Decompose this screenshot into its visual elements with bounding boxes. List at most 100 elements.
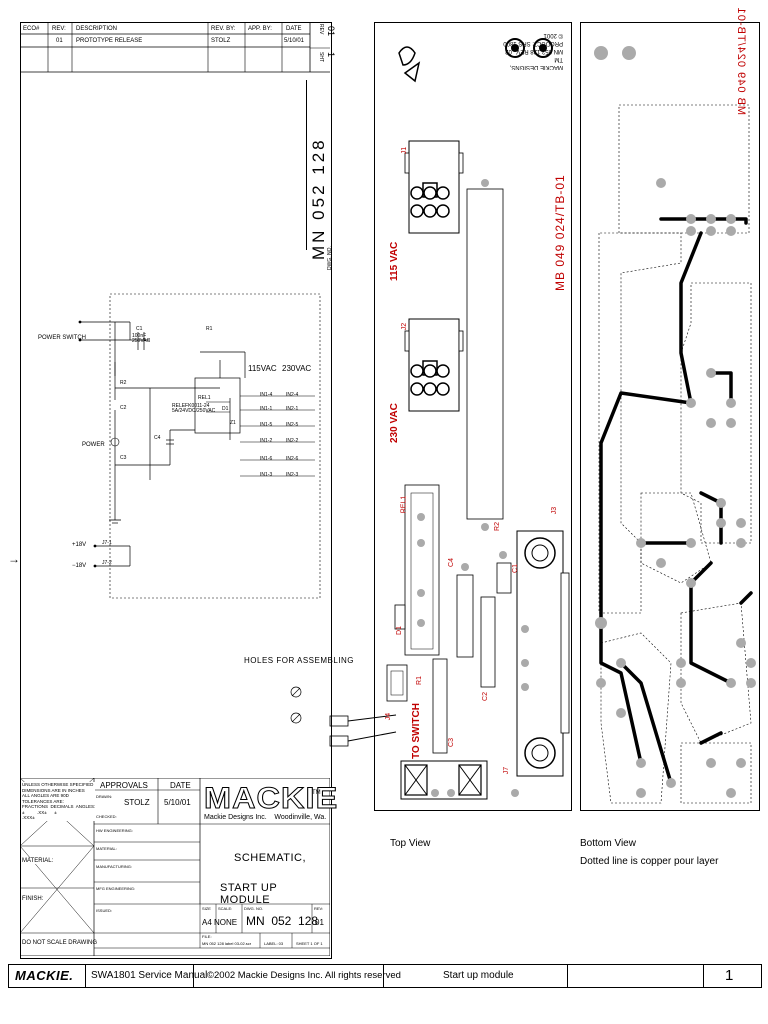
checked-label: CHECKED: (96, 814, 117, 819)
tm-mark: TM (312, 790, 321, 796)
switch-wire-connectors (329, 714, 397, 747)
j1-pin-label: IN1-5 (260, 422, 273, 428)
j1-pin-label: IN1-1 (260, 406, 273, 412)
j1-pin-label: IN1-3 (260, 472, 273, 478)
j2-pin-label: IN2-2 (286, 438, 299, 444)
c3-label: C3 (120, 455, 127, 461)
part-label-j7: J7 (503, 766, 511, 775)
label-230vac: 230 VAC (389, 403, 400, 443)
footer-blank-cell (567, 965, 704, 987)
rev-header-eco: ECO# (23, 26, 40, 32)
part-label-r2: R2 (493, 522, 501, 531)
power-label: POWER (82, 442, 105, 448)
z1-label: Z1 (230, 420, 236, 426)
part-label-rel1: REL1 (400, 495, 408, 514)
company-line: Mackie Designs Inc. Woodinville, Wa. (204, 814, 327, 821)
r2-label: R2 (120, 380, 127, 386)
sht-value: 1 (326, 52, 336, 58)
scale-label: SCALE: (218, 906, 233, 911)
issued-label: ISSUED: (96, 908, 113, 913)
size-label: SIZE (202, 906, 211, 911)
footer-copyright-cell: ©2002 Mackie Designs Inc. All rights res… (193, 965, 401, 987)
rev-header-description: DESCRIPTION (76, 26, 118, 32)
volt-115-label: 115VAC (248, 364, 277, 373)
assembly-holes-area: HOLES FOR ASSEMBLING (230, 652, 354, 742)
part-label-j4: J4 (385, 712, 393, 721)
title-line1: SCHEMATIC, (234, 852, 307, 864)
label-number: LABEL: 03 (264, 941, 284, 946)
tolerance-notes: UNLESS OTHERWISE SPECIFIED DIMENSIONS AR… (22, 782, 96, 821)
c1-value: 100nF 250VAC (132, 333, 151, 344)
footer-page-number: 1 (725, 967, 734, 984)
copyright-line: © 2001 (543, 32, 563, 38)
power-switch-label: POWER SWITCH (38, 335, 86, 341)
rev-header-app-by: APP. BY: (248, 26, 272, 32)
title-line2: START UP MODULE (220, 882, 277, 906)
j7-pin-label: J7-2 (102, 560, 112, 566)
rev-row-date: 5/10/01 (284, 38, 305, 44)
part-label-j2: J2 (401, 322, 409, 331)
bottom-view-board: MB 049 024/TB-01 (580, 7, 760, 811)
part-label-c4: C4 (447, 558, 455, 567)
title-block: UNLESS OTHERWISE SPECIFIED DIMENSIONS AR… (20, 778, 338, 956)
relay-part: RELEFK0011-24 5A/24VDC/250VAC (172, 403, 216, 414)
j1-pin-label: IN1-2 (260, 438, 273, 444)
r1-label: R1 (206, 326, 213, 332)
rev-row-rev: 01 (56, 38, 63, 44)
finish-label: FINISH: (22, 896, 44, 902)
j2-pin-label: IN2-4 (286, 392, 299, 398)
footer-manual-cell: SWA1801 Service Manual (85, 965, 207, 987)
hw-engineering-label: HW ENGINEERING: (96, 828, 133, 833)
j2-pin-label: IN2-1 (286, 406, 299, 412)
do-not-scale-label: DO NOT SCALE DRAWING (22, 940, 98, 946)
top-board-code: MB 049 024/TB-01 (553, 174, 567, 291)
rev-small-value: 01 (315, 918, 324, 927)
part-label-j3: J3 (551, 506, 559, 515)
footer-mackie-logo: MACKIE. (15, 968, 74, 983)
part-label-d1: D1 (395, 626, 403, 635)
c4-label: C4 (154, 435, 161, 441)
drawing-number-text: MN 052 128 (309, 137, 328, 260)
j2-pin-label: IN2-3 (286, 472, 299, 478)
footer-section: Start up module (443, 970, 514, 981)
drawn-label: DRAWN: (96, 794, 113, 799)
file-value: MN 052 128 label 03-02.scr (202, 941, 252, 946)
copyright-line: MACKIE DESIGNS, TM (509, 56, 563, 70)
d1-label: D1 (222, 406, 229, 412)
board-copyright-block: MACKIE DESIGNS, TM MN 052 128 REV._02 PR… (503, 31, 563, 71)
margin-arrow: → (8, 552, 20, 566)
rev-header-date: DATE (286, 26, 302, 32)
rev-box-value: 01 (326, 26, 336, 37)
revision-table: ECO# REV: DESCRIPTION REV. BY: APP. BY: … (20, 22, 336, 73)
j2-pin-label: IN2-5 (286, 422, 299, 428)
top-view-caption: Top View (390, 838, 431, 849)
relay-label: REL1 (198, 395, 211, 401)
rev-header-rev: REV: (52, 26, 66, 32)
part-label-c2: C2 (481, 692, 489, 701)
c1-label: C1 (136, 326, 143, 332)
rev-small-label: REV: (314, 906, 324, 911)
j1-pin-label: IN1-4 (260, 392, 273, 398)
plus18-label: +18V (72, 542, 87, 548)
scale-value: NONE (214, 918, 238, 927)
part-label-j1: J1 (401, 146, 409, 155)
drawing-number-vertical: DWG. NO. MN 052 128 (306, 80, 333, 270)
minus18-label: −18V (72, 563, 87, 569)
drawn-date: 5/10/01 (164, 798, 191, 807)
rev-row-rev-by: STOLZ (211, 38, 231, 44)
manufacturing-label: MANUFACTURING: (96, 864, 132, 869)
top-view-board: MACKIE DESIGNS, TM MN 052 128 REV._02 PR… (374, 22, 572, 811)
file-label: FILE: (202, 934, 212, 939)
footer-logo-cell: MACKIE. (9, 965, 86, 987)
page-footer: MACKIE. SWA1801 Service Manual ©2002 Mac… (8, 964, 762, 988)
bottom-board-code: MB 049 024/TB-01 (735, 6, 747, 115)
size-value: A4 (202, 918, 212, 927)
material-label: MATERIAL: (22, 858, 54, 864)
footer-section-cell: Start up module (383, 965, 568, 987)
dwg-no-value: MN 052 128 (246, 914, 319, 928)
j1-pin-label: IN1-6 (260, 456, 273, 462)
mackie-logo: MACKIE (203, 782, 339, 816)
j2-pin-label: IN2-6 (286, 456, 299, 462)
j7-pin-label: J7-1 (102, 540, 112, 546)
drawn-by: STOLZ (124, 798, 150, 807)
